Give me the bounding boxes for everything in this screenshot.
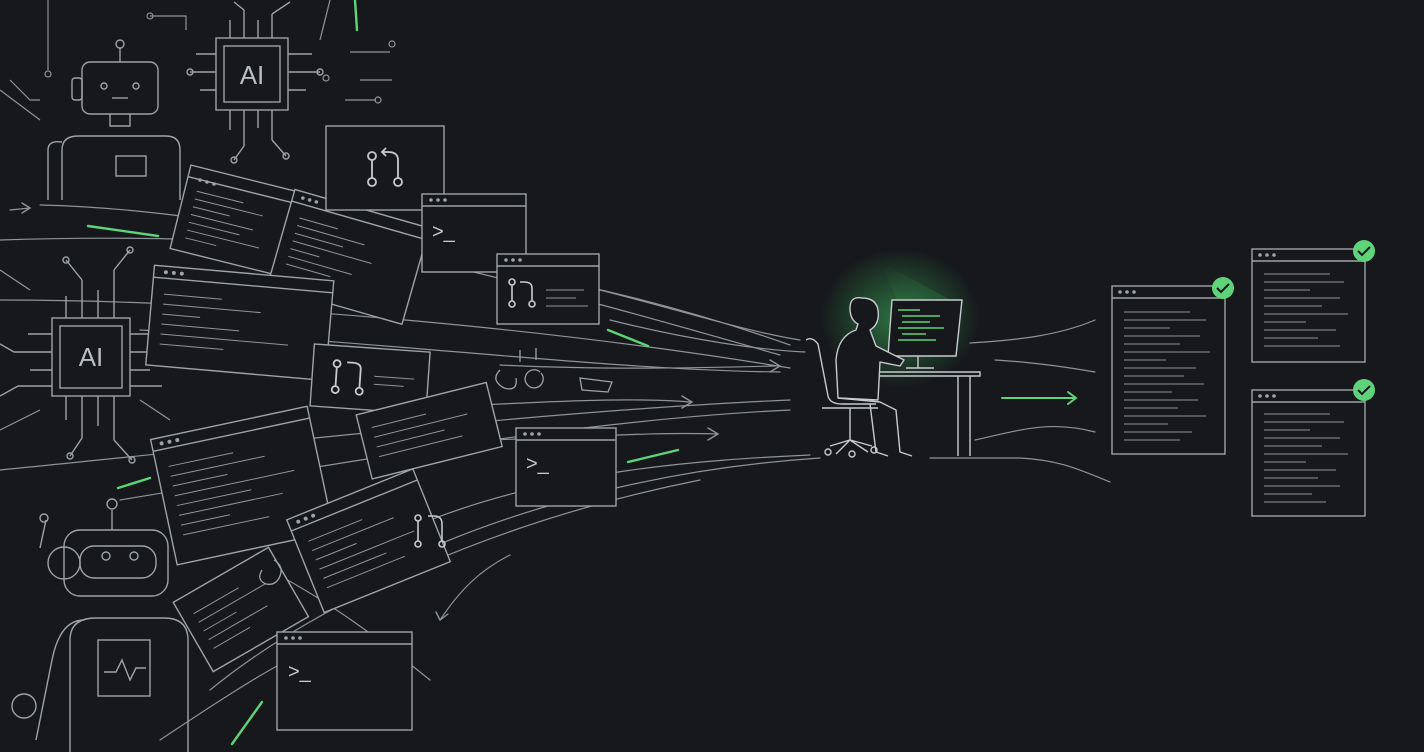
code-window xyxy=(169,164,311,279)
output-document xyxy=(1251,389,1366,517)
arrow-right-icon xyxy=(1001,391,1078,405)
code-window xyxy=(285,467,452,614)
accent-strokes xyxy=(86,0,680,746)
terminal-window xyxy=(515,427,617,507)
code-window xyxy=(145,264,335,382)
code-window xyxy=(355,381,504,480)
check-badge-icon xyxy=(1353,240,1375,262)
git-merge-icon xyxy=(330,359,364,396)
bug-icon xyxy=(259,348,613,585)
output-document xyxy=(1251,248,1366,363)
ai-chip-icon xyxy=(0,246,168,464)
ai-chip-label: AI xyxy=(79,342,104,372)
robot-icon xyxy=(11,498,189,752)
terminal-prompt: >_ xyxy=(432,221,456,243)
terminal-prompt: >_ xyxy=(288,661,312,683)
check-badge-icon xyxy=(1212,277,1234,299)
developer-at-desk-icon xyxy=(805,248,981,458)
flow-arrows xyxy=(21,202,782,622)
terminal-prompt: >_ xyxy=(526,453,550,475)
git-merge-icon xyxy=(367,147,403,187)
merge-window xyxy=(496,253,600,325)
code-window xyxy=(149,405,335,566)
git-merge-icon xyxy=(508,278,536,308)
git-merge-icon xyxy=(414,514,446,548)
merge-window xyxy=(309,343,431,415)
robot-icon xyxy=(47,39,181,200)
circuit-traces xyxy=(0,0,396,431)
output-document xyxy=(1111,285,1226,455)
terminal-window xyxy=(276,631,413,731)
check-badge-icon xyxy=(1353,379,1375,401)
terminal-window xyxy=(421,193,527,273)
ai-chip-label: AI xyxy=(240,60,265,90)
ai-chip-icon xyxy=(186,1,324,164)
code-window xyxy=(172,546,310,673)
